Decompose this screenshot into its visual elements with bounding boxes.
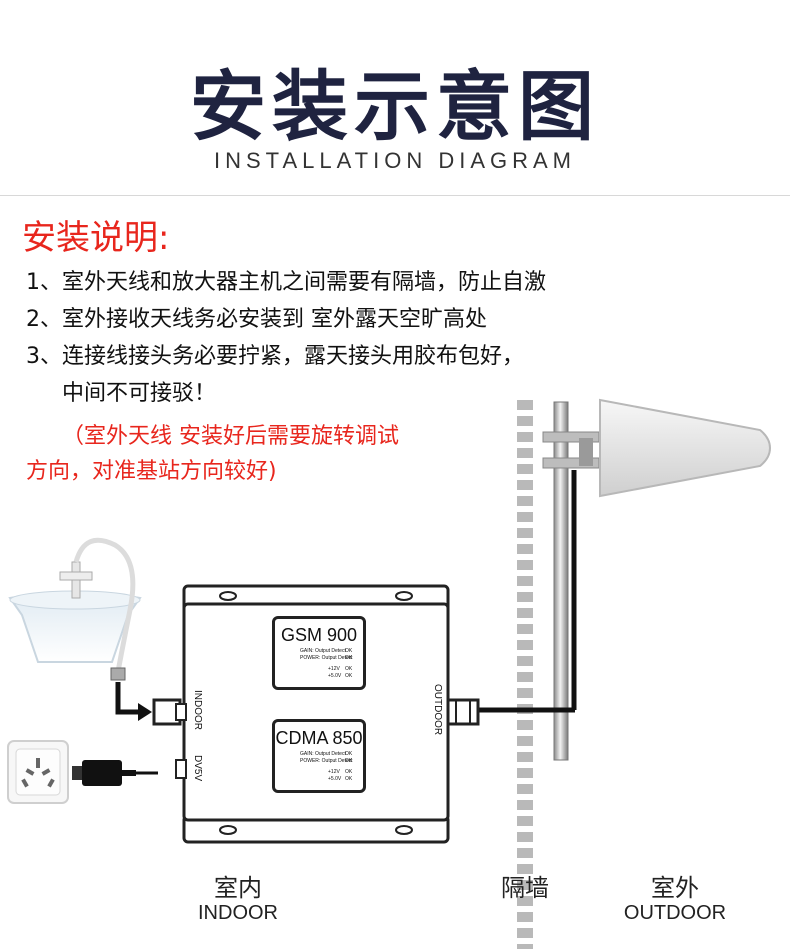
band2-status-1: OK: [345, 751, 353, 757]
outdoor-label-en: OUTDOOR: [623, 902, 727, 924]
title-divider: [0, 195, 790, 196]
indoor-connection-arrow-icon: [115, 682, 152, 721]
dc-power-port-icon: [175, 759, 187, 779]
amplifier-chassis: [182, 584, 450, 844]
outdoor-connector-icon: [446, 698, 480, 726]
band1-status-1: OK: [345, 648, 353, 654]
band1-12v: +12V: [328, 666, 340, 672]
band2-name: CDMA 850: [275, 728, 363, 748]
indoor-label-cn: 室内: [214, 874, 262, 902]
band1-display: GSM 900: [272, 616, 366, 690]
wall-label-cn: 隔墙: [501, 874, 549, 902]
band2-ok-3: OK: [345, 769, 353, 775]
band1-power: POWER: Output Detect: [300, 655, 353, 661]
instruction-item-1: 1、室外天线和放大器主机之间需要有隔墙，防止自激: [26, 270, 546, 295]
page-title: 安装示意图: [190, 62, 600, 151]
band1-5v: +5.0V: [328, 673, 342, 679]
outdoor-port-label: OUTDOOR: [432, 684, 443, 736]
band1-ok-4: OK: [345, 673, 353, 679]
ceiling-antenna-icon: [8, 537, 142, 681]
note-line-2: 方向，对准基站方向较好): [26, 459, 277, 484]
band2-5v: +5.0V: [328, 776, 342, 782]
power-port-label: DV5V: [192, 755, 203, 782]
band1-ok-3: OK: [345, 666, 353, 672]
note-line-1: （室外天线 安装好后需要旋转调试: [62, 424, 399, 449]
band2-display: CDMA 850: [272, 719, 366, 793]
outdoor-cable: [478, 470, 577, 713]
band2-ok-4: OK: [345, 776, 353, 782]
instruction-item-3: 3、连接线接头务必要拧紧，露天接头用胶布包好，: [26, 344, 524, 369]
band2-power: POWER: Output Detect: [300, 758, 353, 764]
outdoor-antenna-mast: [542, 401, 600, 761]
band1-gain: GAIN: Output Detect: [300, 648, 346, 654]
band2-status-2: OK: [345, 758, 353, 764]
instructions-heading: 安装说明:: [22, 218, 170, 258]
instruction-item-3-cont: 中间不可接驳！: [62, 381, 217, 406]
power-plug-icon: [72, 760, 158, 786]
indoor-label-en: INDOOR: [198, 902, 278, 924]
instruction-item-2: 2、室外接收天线务必安装到 室外露天空旷高处: [26, 307, 487, 332]
indoor-connector-icon: [152, 698, 187, 726]
band2-gain: GAIN: Output Detect: [300, 751, 346, 757]
page-subtitle: INSTALLATION DIAGRAM: [213, 148, 576, 173]
outdoor-label-cn: 室外: [651, 874, 699, 902]
band1-status-2: OK: [345, 655, 353, 661]
power-socket-icon: [7, 740, 69, 804]
outdoor-antenna-icon: [599, 398, 772, 498]
band1-name: GSM 900: [280, 625, 358, 645]
band2-12v: +12V: [328, 769, 340, 775]
indoor-port-label: INDOOR: [192, 690, 203, 730]
